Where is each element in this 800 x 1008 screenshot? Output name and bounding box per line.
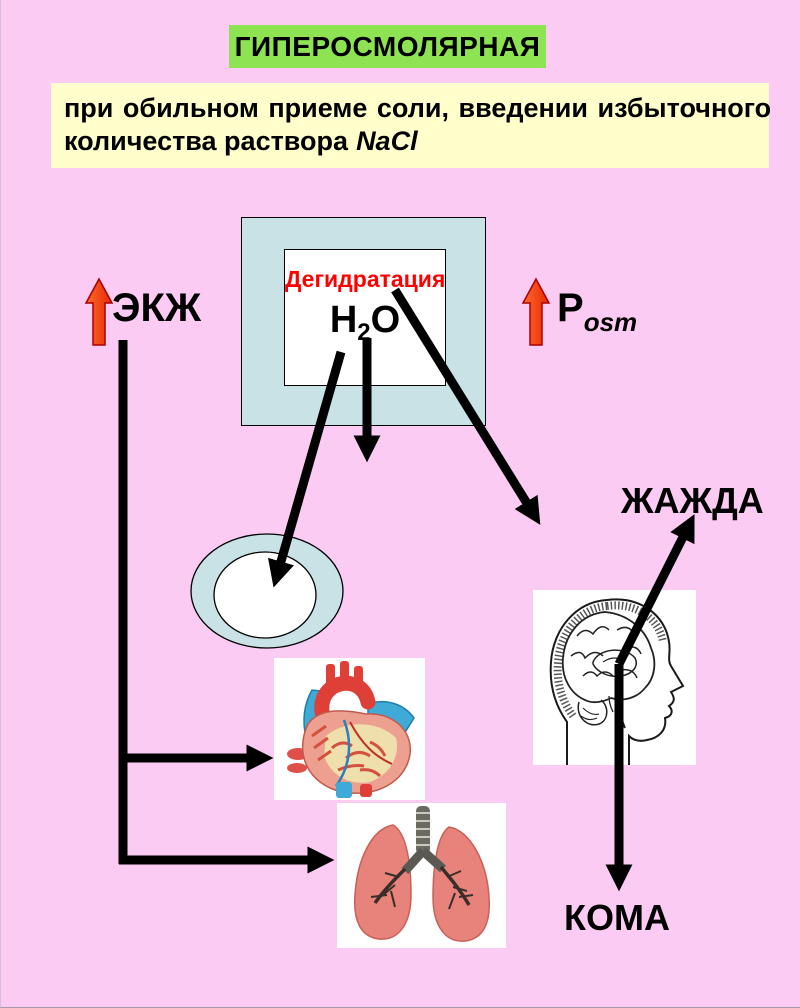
water-compartment-outer-box: Дегидратация H2O — [241, 217, 486, 426]
coma-label: КОМА — [564, 897, 670, 938]
cause-note: при обильном приеме соли, введении избыт… — [51, 83, 772, 168]
nacl-formula: NaCl — [356, 125, 418, 156]
water-compartment-inner-box: Дегидратация H2O — [284, 249, 446, 386]
lungs-illustration — [337, 803, 506, 948]
brain-illustration — [533, 590, 696, 765]
dehydration-label: Дегидратация — [285, 266, 446, 292]
heart-image — [274, 658, 425, 800]
title-banner: ГИПЕРОСМОЛЯРНАЯ — [229, 25, 546, 68]
h2o-formula: H2O — [329, 299, 401, 346]
cause-line2: количества раствора — [64, 125, 349, 156]
cause-line1: при обильном приеме соли, введении избыт… — [64, 93, 772, 123]
posm-label: Posm — [557, 286, 638, 337]
heart-illustration — [274, 658, 425, 800]
posm-subscript: osm — [583, 307, 638, 337]
title-text: ГИПЕРОСМОЛЯРНАЯ — [234, 30, 541, 62]
ecf-label: ЭКЖ — [112, 286, 202, 330]
up-arrow-ecf-icon — [84, 277, 114, 346]
head-brain-image — [533, 590, 696, 765]
cell-illustration — [190, 533, 344, 649]
up-arrow-posm-icon — [521, 277, 551, 346]
lungs-image — [337, 803, 506, 948]
h2o-subscript: 2 — [357, 319, 371, 346]
thirst-label: ЖАЖДА — [621, 480, 764, 521]
